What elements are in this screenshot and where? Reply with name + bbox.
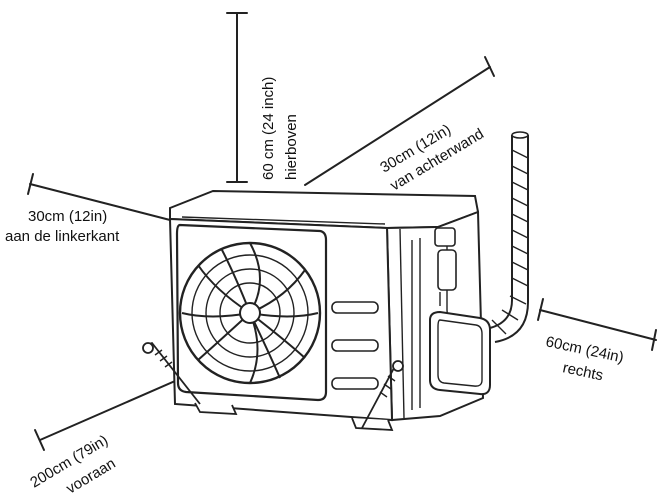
back-clearance-dimension: 30cm (12in) van achterwand [304,56,495,194]
front-vents [331,301,379,390]
electrical-cover [429,310,491,396]
side-vent-slots [411,238,421,410]
service-valves [434,227,457,321]
outdoor-unit [142,189,491,431]
left-clearance-line2: aan de linkerkant [5,228,120,245]
refrigerant-pipe [489,131,529,343]
top-clearance-dimension: 60 cm (24 inch) hierboven [226,12,300,183]
fan-grille [178,241,322,385]
right-clearance-line1: 60cm (24in) [544,333,625,366]
right-clearance-dimension: 60cm (24in) rechts [537,298,657,384]
left-clearance-line1: 30cm (12in) [28,208,107,225]
fan-hub [239,302,261,324]
top-clearance-line1: 60 cm (24 inch) [260,77,277,180]
top-clearance-line2: hierboven [283,114,300,180]
anchor-bolts [142,341,404,429]
right-clearance-line2: rechts [561,359,605,384]
left-clearance-dimension: 30cm (12in) aan de linkerkant [5,173,171,245]
